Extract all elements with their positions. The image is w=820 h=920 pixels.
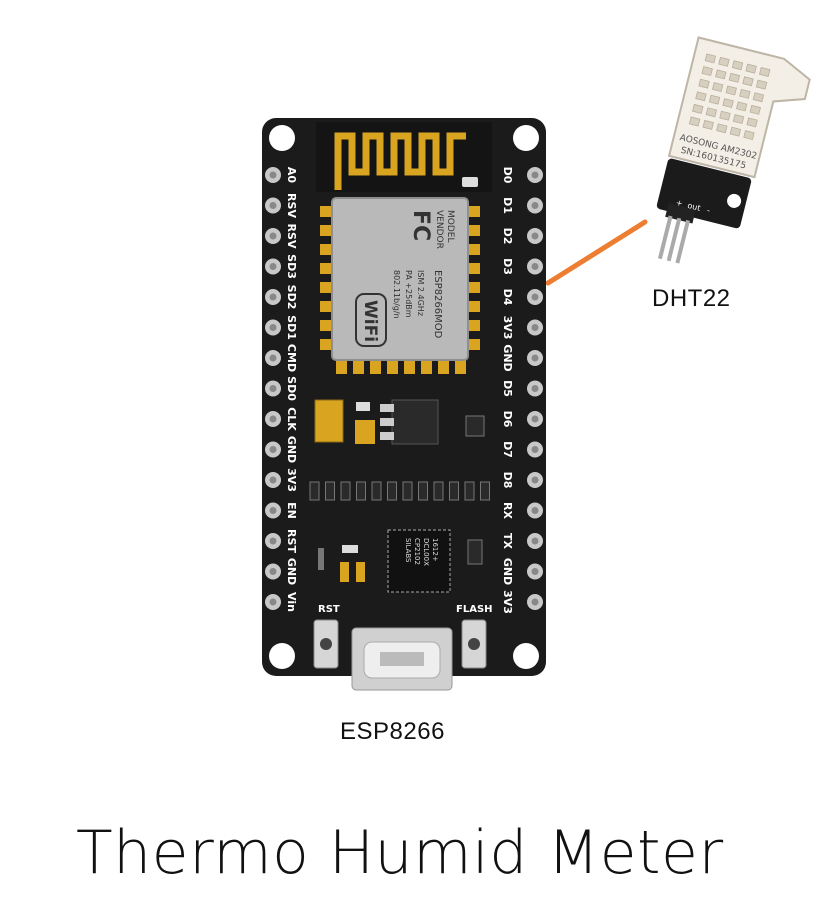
esp8266-caption: ESP8266 [340, 718, 445, 745]
left-pin-label: EN [285, 502, 298, 519]
left-pin-label: 3V3 [285, 468, 298, 492]
module-name-text: ESP8266MOD [432, 270, 443, 339]
right-pin-label: D5 [501, 380, 514, 397]
right-pin-label: D7 [501, 441, 514, 458]
wifi-logo: WiFi [360, 300, 380, 342]
right-pin-label: D8 [501, 472, 514, 489]
mount-hole [269, 643, 295, 669]
chip-line: SILABS [404, 538, 412, 563]
right-pin-label: D6 [501, 411, 514, 428]
right-pin-label: 3V3 [501, 590, 514, 614]
pin-label-out: out [687, 201, 702, 213]
right-pin-label: D3 [501, 258, 514, 275]
sensor-pin [666, 217, 682, 262]
rst-label: RST [318, 604, 340, 615]
left-pin-label: CLK [285, 407, 298, 431]
left-pin-label: GND [285, 436, 298, 463]
mount-hole [513, 643, 539, 669]
dht22-caption: DHT22 [652, 285, 731, 312]
sensor-grill [688, 53, 771, 141]
right-pin-label: D2 [501, 228, 514, 245]
right-pin-label: TX [501, 533, 514, 550]
mount-hole [513, 125, 539, 151]
module-pads [320, 206, 480, 374]
right-pin-label: D1 [501, 197, 514, 214]
usb-uart-chip [387, 529, 451, 593]
chip-line: DCL00X [422, 538, 430, 566]
chip-line: 1612+ [431, 538, 439, 562]
pin-label-minus: - [706, 206, 711, 215]
chip-line: CP2102 [413, 538, 421, 565]
left-pin-label: RSV [285, 193, 298, 218]
right-pin-label: RX [501, 502, 514, 519]
right-pin-label: GND [501, 558, 514, 585]
right-pin-label: GND [501, 344, 514, 371]
module-model-text: MODEL [445, 210, 455, 242]
module-shield [331, 197, 469, 361]
sensor-pin [675, 219, 690, 264]
connection-wire [545, 219, 648, 286]
mount-hole [269, 125, 295, 151]
component-row [309, 481, 490, 501]
pin-label-plus: + [675, 198, 684, 208]
module-vendor-text: VENDOR [434, 210, 444, 249]
fc-logo: FC [408, 210, 433, 241]
right-pin-label: 3V3 [501, 316, 514, 340]
pcb-antenna [334, 132, 466, 190]
right-pin-label: D0 [501, 167, 514, 184]
module-power-text: PA +25dBm [404, 270, 413, 318]
left-pin-label: RSV [285, 224, 298, 249]
sensor-pin [657, 215, 673, 260]
left-pin-label: CMD [285, 344, 298, 372]
flash-label: FLASH [456, 604, 493, 615]
left-pin-label: SD0 [285, 376, 298, 401]
esp8266-board: MODEL VENDOR FC ESP8266MOD ISM 2.4GHz PA… [262, 118, 546, 691]
page-title: Thermo Humid Meter [76, 818, 724, 888]
left-pin-label: SD1 [285, 315, 298, 340]
left-pin-label: SD2 [285, 285, 298, 310]
right-pin-label: D4 [501, 289, 514, 306]
left-pin-label: SD3 [285, 254, 298, 279]
left-pin-label: A0 [285, 167, 298, 184]
module-freq-text: ISM 2.4GHz [416, 270, 425, 316]
left-pin-label: RST [285, 529, 298, 553]
dht22-sensor: + out - AOSONG AM2302 SN:160135175 [656, 36, 811, 264]
module-std-text: 802.11b/g/n [392, 270, 401, 319]
left-pin-label: GND [285, 558, 298, 585]
left-pin-label: Vin [285, 592, 298, 612]
